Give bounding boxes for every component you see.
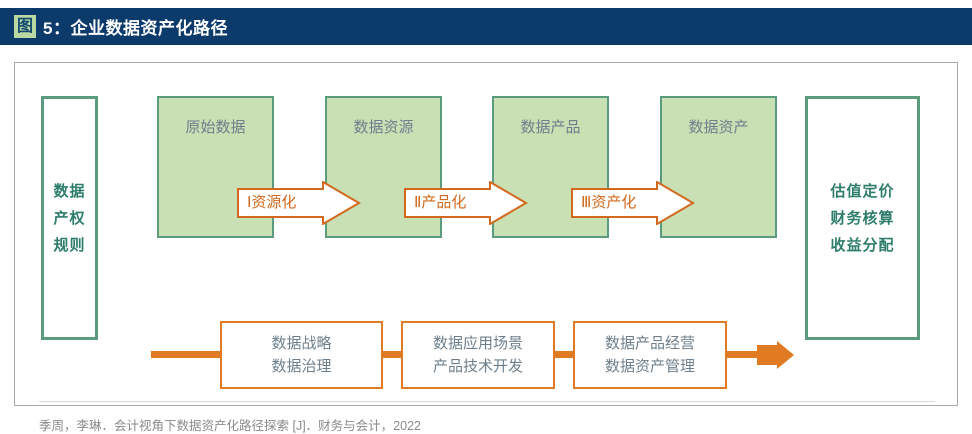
stage-box-data-asset: 数据资产 <box>660 96 777 238</box>
stage-label: 数据资产 <box>688 119 749 136</box>
transition-arrow-productization: Ⅱ产品化 <box>404 181 528 225</box>
connector-segment <box>727 351 763 358</box>
activity-box-application: 数据应用场景 产品技术开发 <box>401 321 555 389</box>
activity-line: 数据资产管理 <box>604 358 695 375</box>
stage-label: 数据资源 <box>353 119 414 136</box>
transition-arrow-resourcification: Ⅰ资源化 <box>237 181 361 225</box>
right-box-line: 估值定价 <box>830 182 895 200</box>
right-box-line: 收益分配 <box>830 236 895 254</box>
right-box-line: 财务核算 <box>830 209 895 227</box>
left-box-line: 规则 <box>53 236 86 254</box>
flow-arrowhead-icon <box>757 341 795 374</box>
left-box-line: 产权 <box>53 209 86 227</box>
connector-segment <box>151 351 220 358</box>
activity-line: 产品技术开发 <box>432 358 523 375</box>
right-valuation-box: 估值定价 财务核算 收益分配 <box>805 96 920 340</box>
figure-panel: 数据 产权 规则 原始数据 数据资源 数据产品 数据资产 Ⅰ资源化 Ⅱ产品化 Ⅲ… <box>14 62 958 433</box>
figure-title-bar: 图 5：企业数据资产化路径 <box>0 8 972 45</box>
stage-label: 数据产品 <box>520 119 581 136</box>
left-governance-box: 数据 产权 规则 <box>41 96 98 340</box>
connector-segment <box>383 351 401 358</box>
transition-arrow-assetization: Ⅲ资产化 <box>571 181 695 225</box>
source-citation: 季周，李琳．会计视角下数据资产化路径探索 [J]．财务与会计，2022 <box>39 419 421 433</box>
footer-divider <box>39 401 935 402</box>
arrow-label: Ⅱ产品化 <box>414 194 467 211</box>
connector-segment <box>555 351 573 358</box>
activity-line: 数据治理 <box>271 358 332 375</box>
figure-badge-icon: 图 <box>14 15 36 38</box>
activity-box-strategy: 数据战略 数据治理 <box>220 321 383 389</box>
stage-box-raw-data: 原始数据 <box>157 96 274 238</box>
activity-line: 数据战略 <box>271 335 332 352</box>
left-box-line: 数据 <box>53 182 86 200</box>
activity-box-operation: 数据产品经营 数据资产管理 <box>573 321 727 389</box>
stage-label: 原始数据 <box>185 119 246 136</box>
activity-line: 数据产品经营 <box>604 335 695 352</box>
arrow-label: Ⅲ资产化 <box>581 194 637 211</box>
arrow-label: Ⅰ资源化 <box>247 194 297 211</box>
page-title: 5：企业数据资产化路径 <box>43 19 228 38</box>
activity-line: 数据应用场景 <box>432 335 523 352</box>
